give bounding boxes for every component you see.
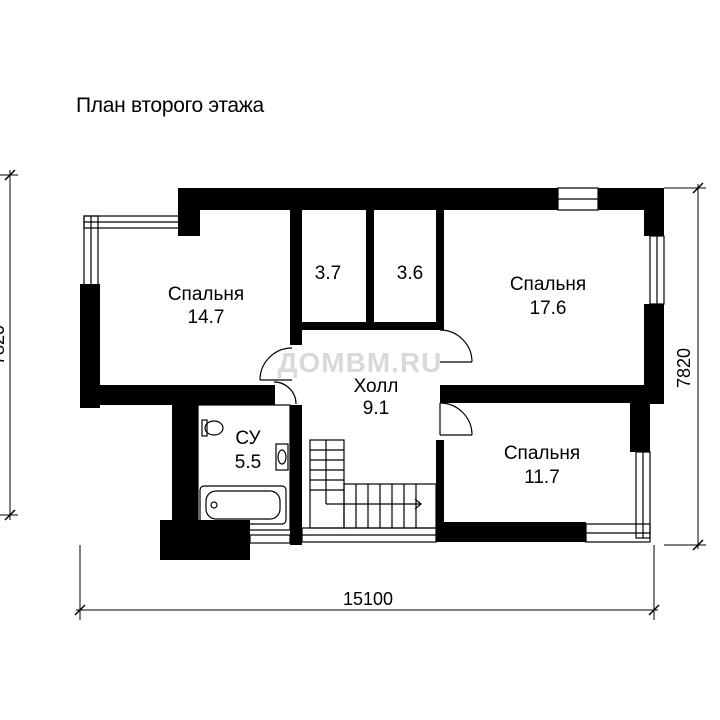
dim-depth-left: 7820 — [0, 325, 8, 365]
room-bathroom-area: 5.5 — [235, 452, 261, 473]
door-arc-bed117 — [439, 402, 473, 436]
room-closet-1-area: 3.7 — [315, 263, 341, 284]
room-bedroom-3-area: 11.7 — [524, 467, 560, 488]
wall-closets-bottom — [296, 322, 440, 330]
room-hall-name: Холл — [354, 376, 399, 397]
wall-bottom-right — [436, 522, 586, 542]
door-arc-su — [273, 381, 297, 405]
wall-corner-bl — [160, 520, 250, 560]
wall-step-left — [178, 188, 200, 236]
room-hall-area: 9.1 — [363, 398, 389, 419]
watermark: ДОМВМ.RU — [278, 347, 443, 378]
dimension-lines — [0, 169, 706, 620]
door-arc-left-bedroom — [259, 347, 293, 381]
room-bedroom-3-name: Спальня — [504, 443, 580, 464]
wall-left-bottom — [80, 385, 275, 405]
wall-right-top — [644, 188, 664, 236]
room-bedroom-2-area: 17.6 — [530, 298, 567, 319]
window-bottom-su — [249, 534, 291, 544]
wall-stairs-right — [436, 440, 444, 522]
toilet-icon — [204, 420, 224, 436]
stairs-icon — [309, 439, 437, 529]
room-bedroom-1-name: Спальня — [168, 284, 244, 305]
thin-lines — [83, 187, 665, 544]
dim-width: 15100 — [343, 589, 393, 609]
room-bedroom-2-name: Спальня — [510, 274, 586, 295]
wall-bed176-bottom — [440, 385, 650, 403]
wall-su-left — [172, 400, 198, 530]
wall-right-lower — [630, 402, 650, 452]
wall-top — [178, 188, 558, 210]
walls — [80, 188, 664, 560]
bathtub-icon — [199, 485, 287, 525]
room-closet-2-area: 3.6 — [397, 263, 423, 284]
room-bathroom-name: СУ — [235, 428, 261, 449]
room-bedroom-1-area: 14.7 — [188, 307, 225, 328]
page-title: План второго этажа — [76, 94, 264, 117]
wall-right-mid — [644, 304, 664, 404]
door-arc-bed176 — [439, 329, 473, 363]
sink-icon — [275, 443, 289, 471]
wall-left — [80, 284, 100, 408]
wall-su-right — [290, 405, 302, 545]
dim-depth-right: 7820 — [674, 348, 694, 388]
wall-int-2 — [290, 210, 302, 345]
